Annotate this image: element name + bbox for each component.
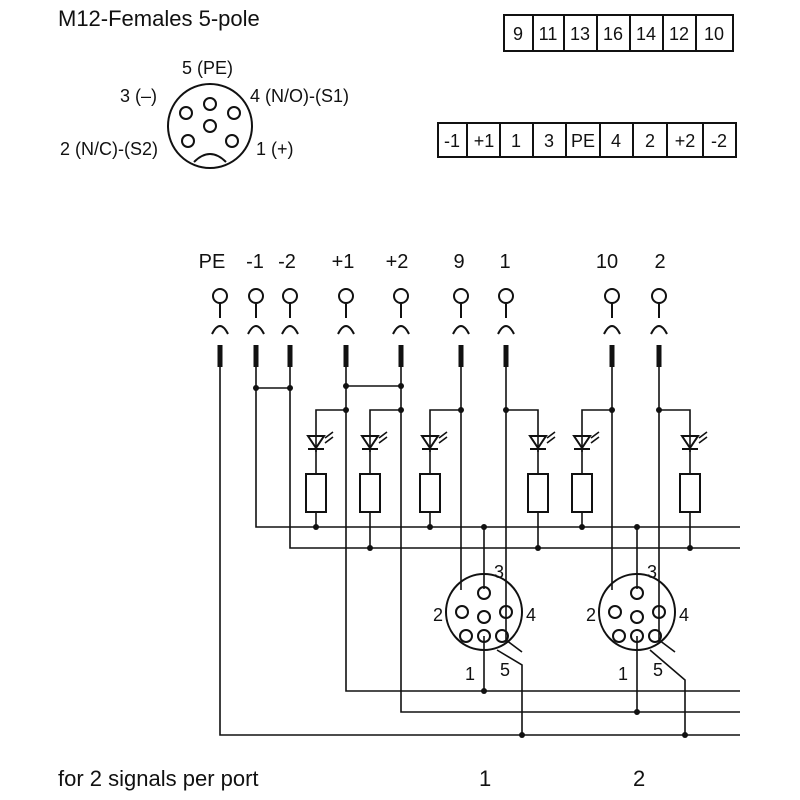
port2-pin5-label: 5	[653, 660, 663, 680]
led-icon	[528, 431, 556, 474]
terminal-bottom-cell: PE	[571, 131, 595, 151]
terminal-strip-bottom: -1 +1 1 3 PE 4 2 +2 -2	[437, 122, 737, 158]
terminal-bottom-cell: -1	[444, 131, 460, 151]
port-2-number: 2	[633, 766, 645, 791]
terminal-label: 1	[499, 251, 510, 273]
terminal-top-cell: 13	[570, 24, 590, 44]
terminal-m2	[281, 288, 299, 367]
resistor-icon	[305, 473, 327, 513]
resistor-icon	[527, 473, 549, 513]
terminal-label: -1	[246, 251, 264, 273]
m12-connector-port-1: 3 2 4 1 5	[433, 562, 536, 684]
terminal-label: 2	[654, 251, 665, 273]
terminal-bottom-cell: 4	[611, 131, 621, 151]
resistor-icon	[419, 473, 441, 513]
port2-pin1-label: 1	[618, 664, 628, 684]
terminal-label: 9	[453, 251, 464, 273]
port1-pin1-label: 1	[465, 664, 475, 684]
led-icons	[306, 431, 708, 474]
terminal-10	[603, 288, 621, 367]
terminal-2	[650, 288, 668, 367]
port1-pin2-label: 2	[433, 605, 443, 625]
resistor-icon	[359, 473, 381, 513]
terminal-bottom-cell: -2	[711, 131, 727, 151]
port1-pin5-label: 5	[500, 660, 510, 680]
terminal-label: +1	[332, 251, 355, 273]
port2-pin3-label: 3	[647, 562, 657, 582]
port2-pin2-label: 2	[586, 605, 596, 625]
terminal-label: +2	[386, 251, 409, 273]
terminal-label: -2	[278, 251, 296, 273]
pin5-label: 5 (PE)	[182, 58, 233, 78]
terminal-9	[452, 288, 470, 367]
diagram-title: M12-Females 5-pole	[58, 6, 260, 31]
led-icon	[572, 431, 600, 474]
port1-pin3-label: 3	[494, 562, 504, 582]
terminal-m1	[247, 288, 265, 367]
port-1-number: 1	[479, 766, 491, 791]
terminal-p1	[337, 288, 355, 367]
terminal-labels: PE -1 -2 +1 +2 9 1 10 2	[199, 251, 666, 273]
terminal-bottom-cell: 1	[511, 131, 521, 151]
terminal-strip-top: 9 11 13 16 14 12 10	[503, 14, 734, 52]
port2-pin4-label: 4	[679, 605, 689, 625]
pin2-label: 2 (N/C)-(S2)	[60, 139, 158, 159]
led-icon	[360, 431, 388, 474]
terminal-top-cell: 9	[513, 24, 523, 44]
terminal-label: 10	[596, 251, 618, 273]
terminal-top-cell: 16	[603, 24, 623, 44]
terminal-bottom-cell: +1	[474, 131, 495, 151]
footer-caption: for 2 signals per port	[58, 766, 259, 791]
led-icon	[306, 431, 334, 474]
terminal-label: PE	[199, 251, 226, 273]
terminal-symbols	[211, 288, 668, 367]
port1-pin4-label: 4	[526, 605, 536, 625]
m12-pinout-face	[167, 83, 253, 169]
terminal-bottom-cell: 2	[645, 131, 655, 151]
terminal-p2	[392, 288, 410, 367]
pin4-label: 4 (N/O)-(S1)	[250, 86, 349, 106]
wiring	[219, 367, 740, 738]
terminal-bottom-cell: 3	[544, 131, 554, 151]
terminal-top-cell: 10	[704, 24, 724, 44]
terminal-1	[497, 288, 515, 367]
pin1-label: 1 (+)	[256, 139, 294, 159]
terminal-top-cell: 14	[636, 24, 656, 44]
terminal-pe	[211, 288, 229, 367]
m12-connector-port-2: 3 2 4 1 5	[586, 562, 689, 684]
resistor-icon	[571, 473, 593, 513]
terminal-top-cell: 11	[539, 24, 558, 44]
terminal-bottom-cell: +2	[675, 131, 696, 151]
led-icon	[680, 431, 708, 474]
pin3-label: 3 (–)	[120, 86, 157, 106]
resistor-icon	[679, 473, 701, 513]
terminal-top-cell: 12	[669, 24, 689, 44]
resistors	[305, 473, 701, 513]
led-icon	[420, 431, 448, 474]
